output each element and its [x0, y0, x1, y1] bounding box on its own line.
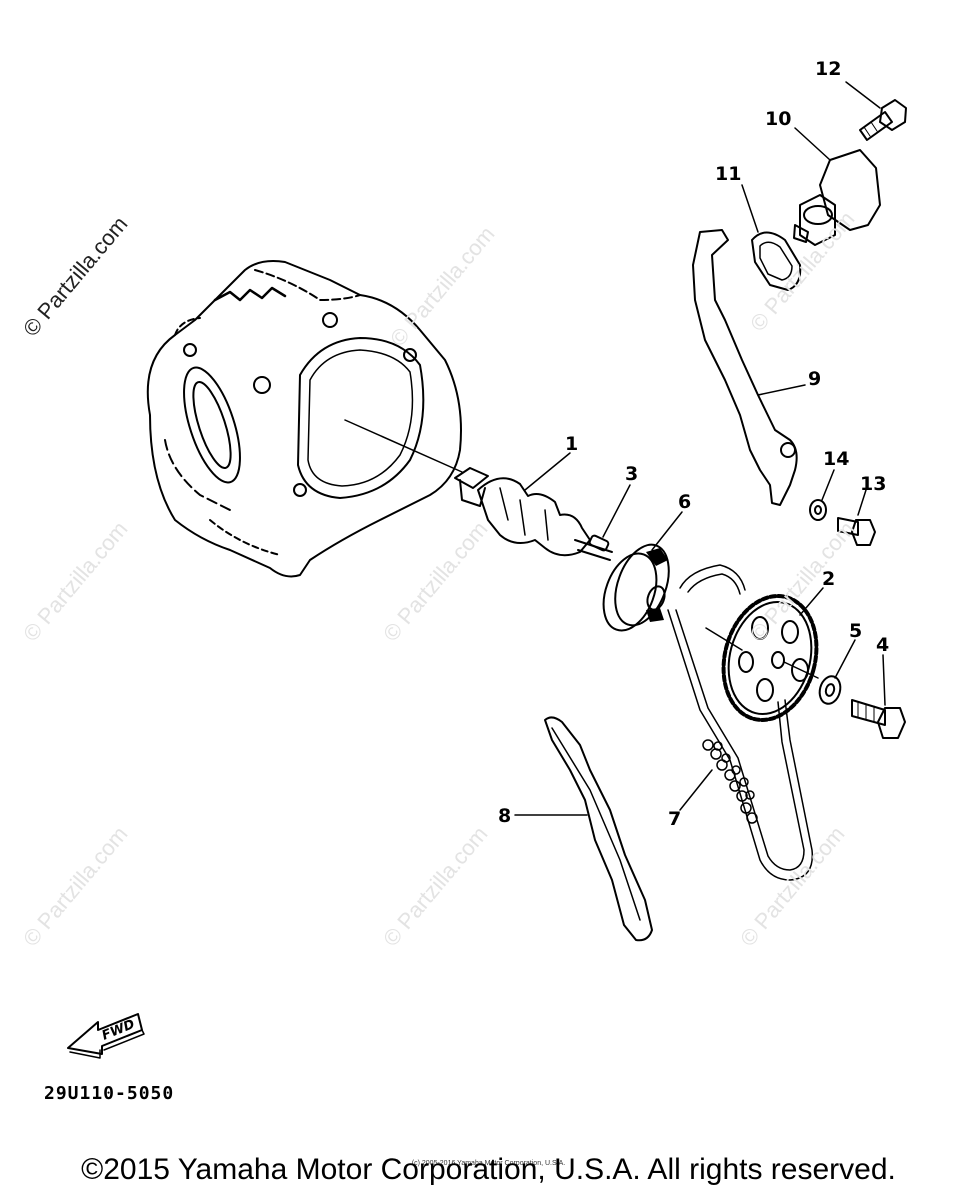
diagram-part-code: 29U110-5050 [44, 1083, 175, 1104]
callout-1: 1 [565, 433, 578, 455]
callout-6: 6 [678, 491, 691, 513]
callout-9: 9 [808, 368, 821, 390]
cam-chain [667, 564, 814, 881]
washer [818, 675, 842, 705]
callout-10: 10 [765, 108, 791, 130]
guide-bolt [837, 489, 876, 546]
tensioner-guide [692, 229, 806, 506]
leader-lines [524, 452, 886, 811]
sprocket-bolt [851, 699, 906, 739]
callout-3: 3 [625, 463, 638, 485]
guide-washer [809, 469, 835, 521]
callout-2: 2 [822, 568, 835, 590]
chain-links [702, 739, 758, 824]
cam-plate [602, 543, 670, 632]
cylinder-head [146, 260, 463, 578]
callout-labels: 1 2 3 4 5 6 7 8 9 10 11 12 13 14 [498, 58, 889, 830]
callout-14: 14 [823, 448, 849, 470]
callout-8: 8 [498, 805, 511, 827]
fwd-arrow-icon: FWD [67, 1013, 145, 1059]
cam-sprocket [705, 594, 819, 722]
copyright-small: (c) 2005-2016 Yamaha Motor Corporation, … [411, 1160, 566, 1167]
cam-chain-tensioner [793, 127, 881, 246]
camshaft [454, 467, 613, 561]
tensioner-bolt [845, 81, 907, 141]
dowel-pin [588, 534, 610, 552]
callout-11: 11 [715, 163, 741, 185]
callout-7: 7 [668, 808, 681, 830]
callout-13: 13 [860, 473, 886, 495]
callout-12: 12 [815, 58, 841, 80]
chain-guide [514, 716, 653, 942]
tensioner-gasket [741, 184, 802, 291]
callout-4: 4 [876, 634, 889, 656]
copyright-notice: ©2015 Yamaha Motor Corporation, U.S.A. A… [81, 1153, 896, 1186]
callout-5: 5 [849, 620, 862, 642]
